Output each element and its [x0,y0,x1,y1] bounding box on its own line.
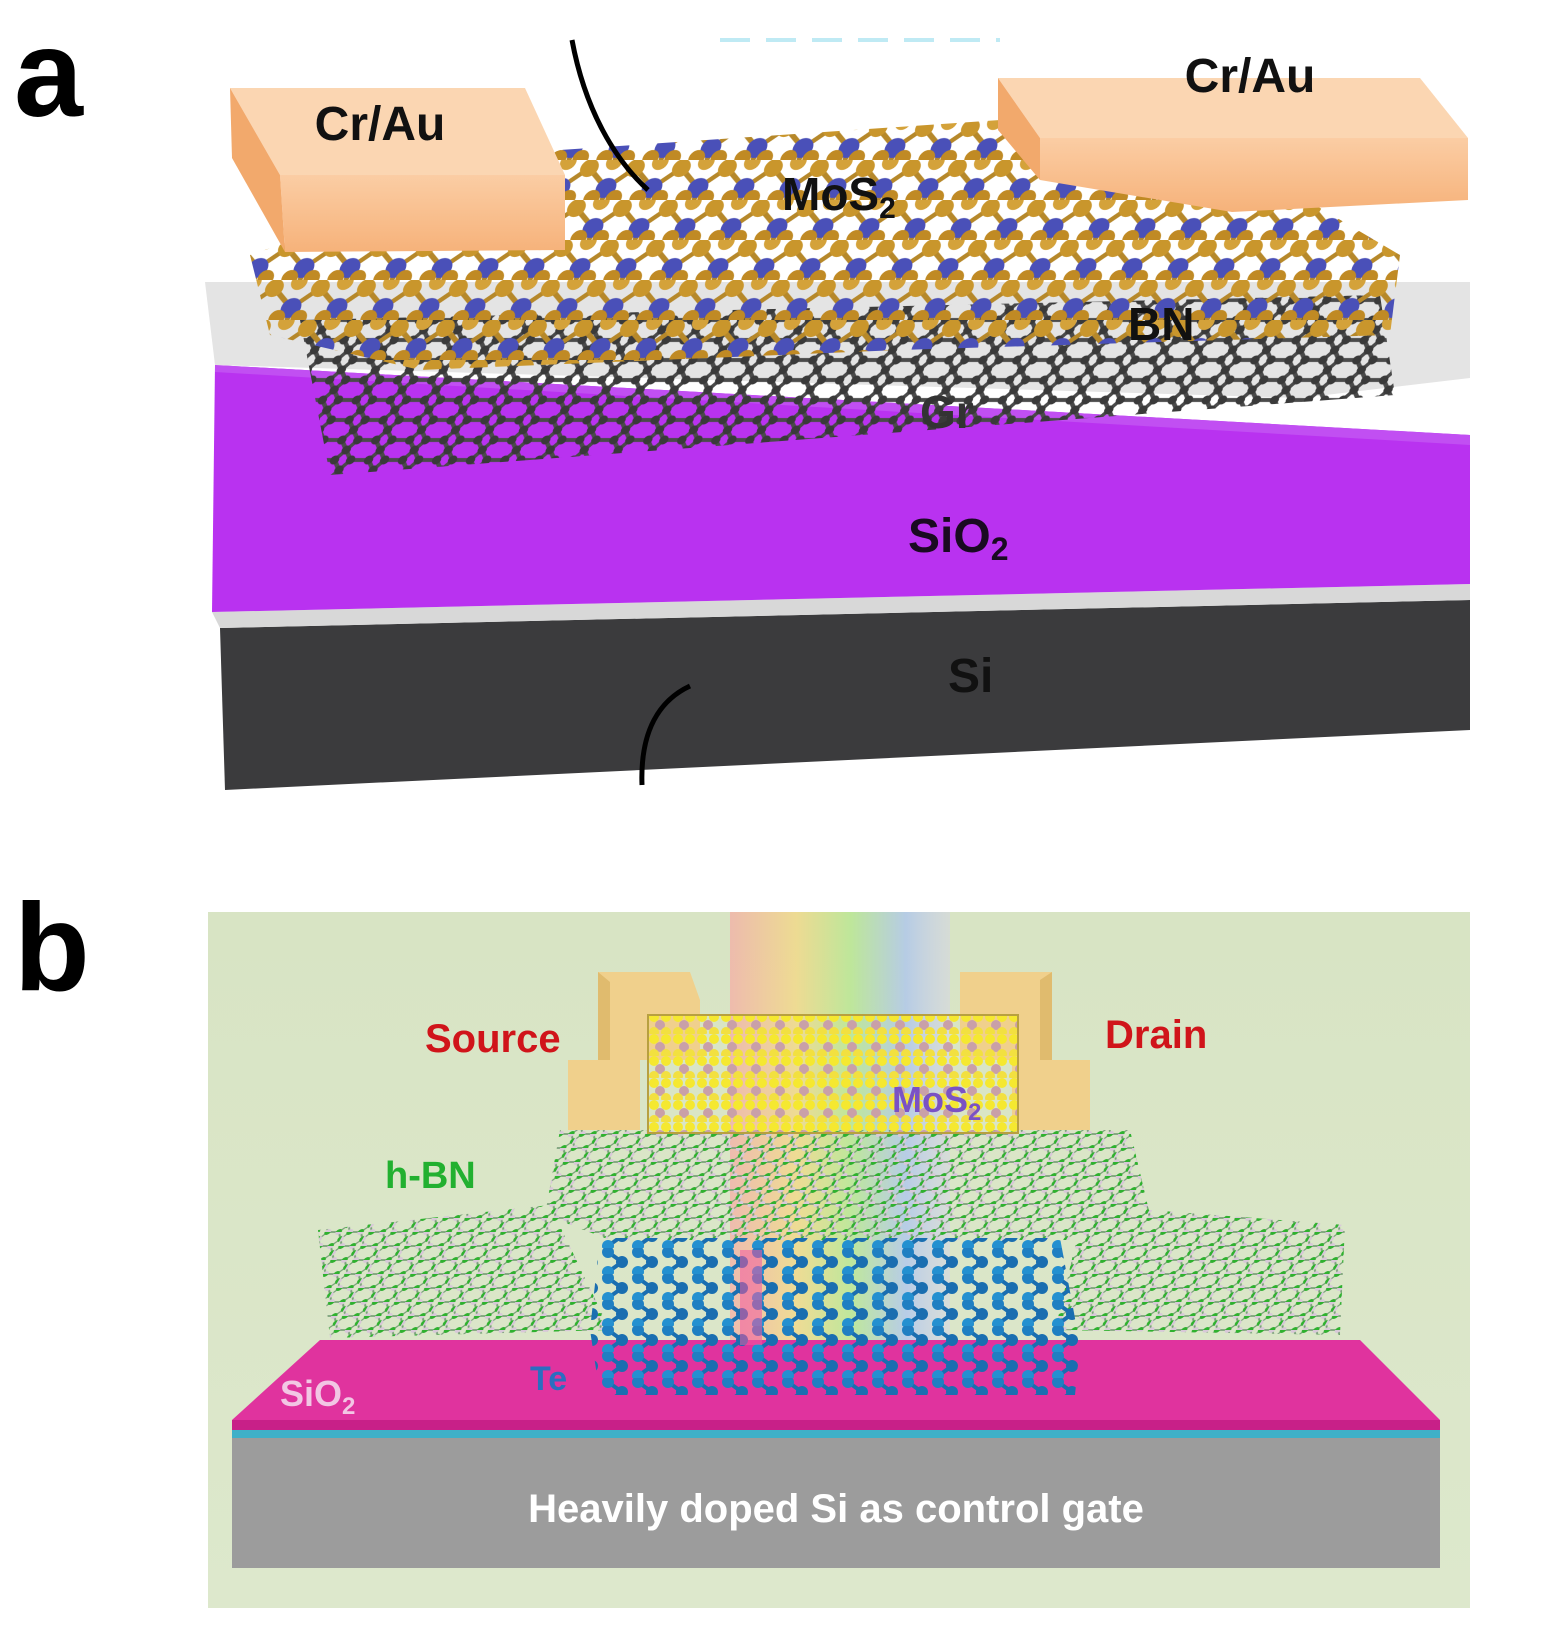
gate-substrate [232,1428,1440,1568]
panel-b: b [14,879,1470,1608]
si-substrate [212,584,1470,790]
panel-b-letter: b [14,879,90,1017]
mos2-label: MoS2 [782,168,896,225]
te-label: Te [530,1360,567,1398]
gr-label: Gr [920,386,974,438]
gate-label: Heavily doped Si as control gate [528,1487,1144,1531]
mos2-block [647,1014,1019,1134]
bottom-wire [639,683,692,786]
si-label: Si [948,650,993,703]
source-electrode [568,972,700,1130]
drain-electrode [960,972,1090,1130]
mos2-label-b: MoS2 [892,1079,981,1126]
electrode-left-label: Cr/Au [315,98,446,151]
hbn-layer [318,1130,1345,1338]
sio2-label-b: SiO2 [280,1373,355,1420]
sio2-label: SiO2 [908,510,1008,567]
panel-a-letter: a [14,5,84,143]
electrode-right-label: Cr/Au [1185,50,1316,103]
electrode-right [998,78,1468,212]
bn-label: BN [1128,298,1194,350]
source-label: Source [425,1017,561,1061]
drain-label: Drain [1105,1013,1207,1057]
electrode-left [230,88,565,252]
te-crystal [590,1238,1080,1395]
hbn-label: h-BN [385,1155,476,1197]
panel-a: a [14,5,1470,790]
top-wire [569,39,650,192]
